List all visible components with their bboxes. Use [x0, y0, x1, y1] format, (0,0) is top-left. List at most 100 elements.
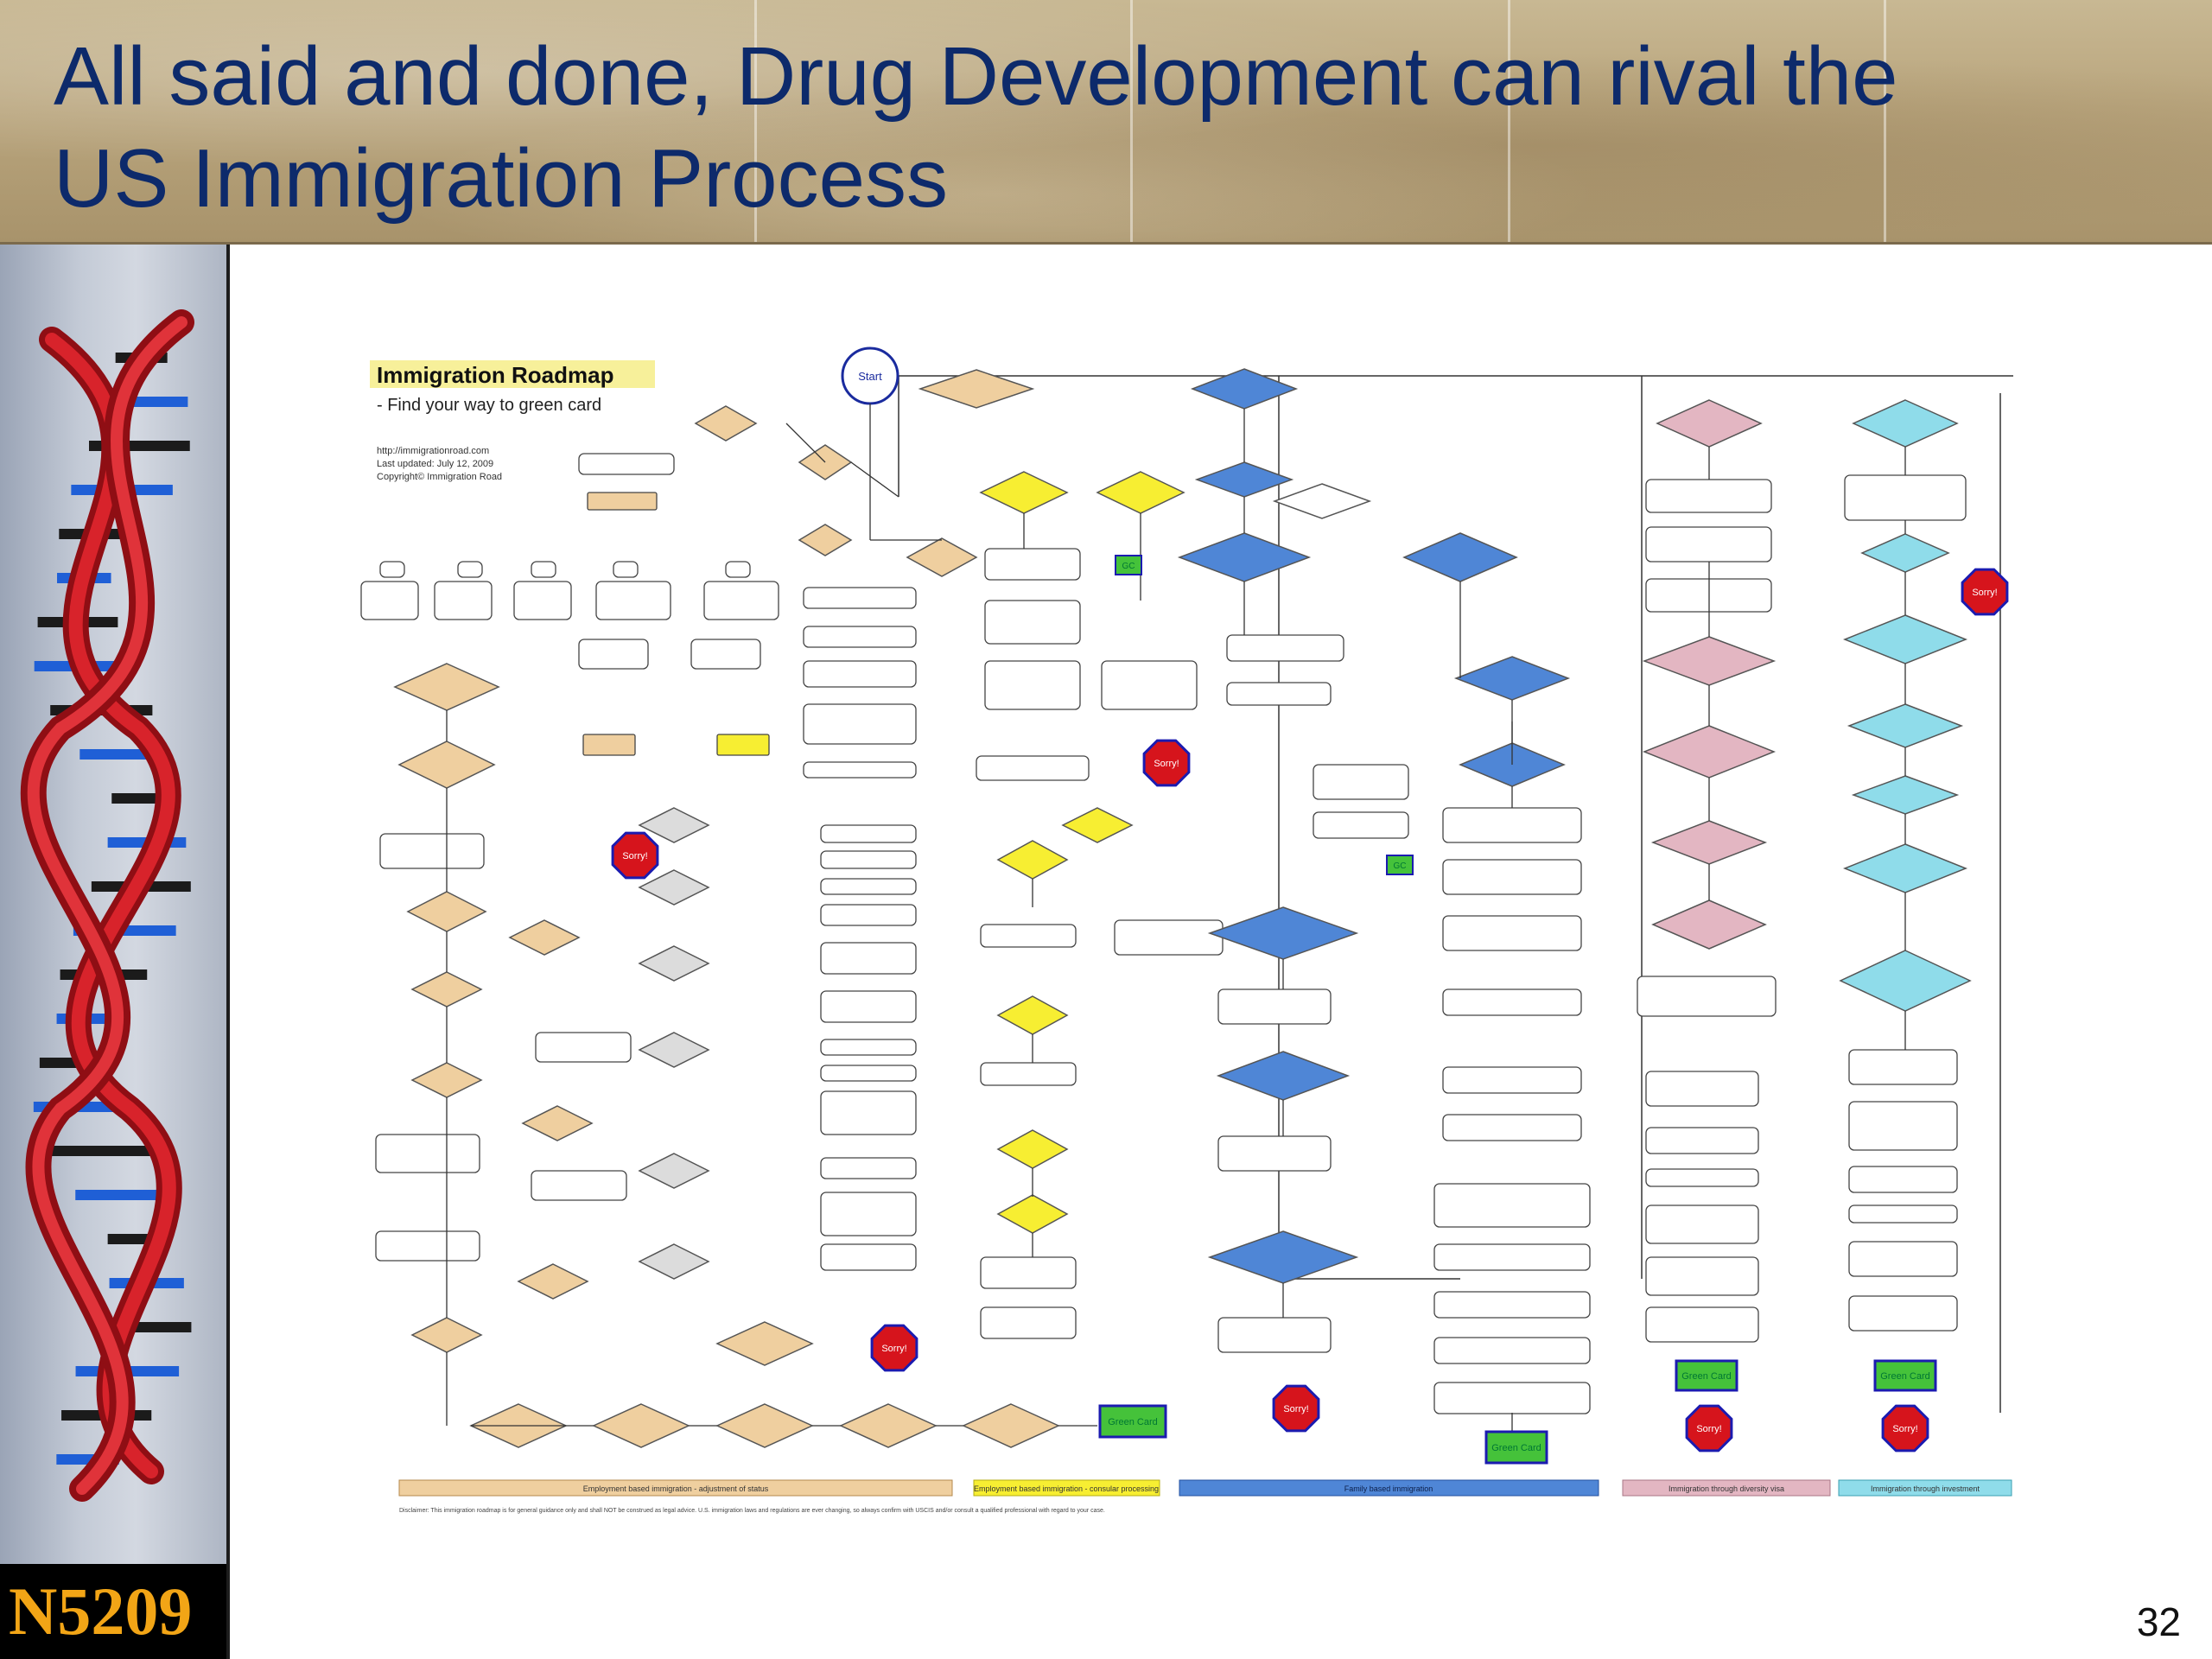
decision-node: [638, 945, 710, 982]
connector-line: [785, 423, 826, 463]
process-node: [1433, 1291, 1591, 1319]
decision-node: [406, 891, 487, 932]
decision-node: [1194, 461, 1294, 498]
process-node: [820, 904, 917, 926]
process-node: [1645, 479, 1772, 513]
dna-rung: [75, 1190, 164, 1200]
roadmap-meta-copyright: Copyright© Immigration Road: [377, 472, 502, 482]
decision-node: [996, 1194, 1069, 1234]
process-node: [820, 1065, 917, 1082]
decision-node: [1839, 950, 1972, 1012]
process-node: [1848, 1295, 1958, 1332]
roadmap-legend: Employment based immigration - adjustmen…: [398, 1479, 2012, 1497]
process-node: [531, 1170, 627, 1201]
panel-divider: [1508, 0, 1510, 242]
process-node: [984, 600, 1081, 645]
process-node: [1226, 682, 1332, 706]
gc-node: [1115, 555, 1142, 575]
decision-node: [839, 1403, 938, 1448]
process-node: [820, 824, 917, 843]
process-node: [1226, 634, 1344, 662]
decision-node: [715, 1403, 814, 1448]
decision-node: [1642, 725, 1777, 779]
process-node: [1645, 1127, 1759, 1154]
process-node: [379, 561, 405, 578]
decision-node: [996, 840, 1069, 880]
roadmap-subtitle: - Find your way to green card: [377, 396, 601, 415]
decision-node: [1851, 775, 1960, 815]
legend-investment-label: Immigration through investment: [1871, 1484, 1980, 1493]
process-node: [803, 587, 917, 609]
process-node: [980, 924, 1077, 948]
sorry-node: [1961, 568, 2009, 616]
process-node: [1217, 988, 1332, 1025]
process-node: [1848, 1166, 1958, 1193]
panel-divider: [1130, 0, 1133, 242]
process-node: [1313, 811, 1409, 839]
decision-node: [410, 1317, 483, 1353]
sorry-label: Sorry!: [881, 1344, 906, 1354]
process-node: [1442, 1066, 1582, 1094]
sorry-node: [1685, 1404, 1733, 1452]
process-node: [820, 990, 917, 1023]
process-node: [803, 660, 917, 688]
strip-divider: [226, 245, 230, 1659]
dna-rung: [47, 1146, 150, 1156]
panel-divider: [1884, 0, 1886, 242]
decision-node: [397, 741, 496, 789]
legend-family-label: Family based immigration: [1344, 1484, 1433, 1493]
process-node: [578, 639, 649, 670]
process-node: [582, 734, 636, 756]
process-node: [1848, 1049, 1958, 1085]
process-node: [595, 581, 671, 620]
decision-node: [1650, 820, 1768, 865]
process-node: [980, 1062, 1077, 1086]
process-node: [1217, 1135, 1332, 1172]
decision-node: [638, 869, 710, 906]
legend-employment-consular: [973, 1479, 1160, 1497]
green-card-node: [1873, 1359, 1937, 1392]
sorry-node: [1142, 739, 1191, 787]
process-node: [803, 761, 917, 779]
process-node: [820, 1157, 917, 1179]
process-node: [984, 660, 1081, 710]
process-node: [820, 1192, 917, 1236]
decision-node: [996, 1129, 1069, 1169]
legend-employment-adjustment: [398, 1479, 953, 1497]
process-node: [1114, 919, 1224, 956]
sorry-label: Sorry!: [1972, 588, 1997, 598]
process-node: [690, 639, 761, 670]
start-label: Start: [858, 370, 882, 383]
decision-node: [694, 405, 758, 442]
decision-node: [1453, 656, 1571, 701]
process-node: [1645, 1306, 1759, 1343]
process-node: [578, 453, 675, 475]
sorry-label: Sorry!: [1696, 1424, 1721, 1434]
brand-box: [0, 1564, 226, 1659]
dna-rung: [111, 793, 168, 804]
green-card-node: [1484, 1430, 1548, 1465]
slide-number: 32: [2136, 1599, 2181, 1644]
sorry-node: [611, 831, 659, 880]
roadmap-title-highlight: [370, 360, 655, 388]
process-node: [1645, 1205, 1759, 1244]
decision-node: [1852, 399, 1959, 448]
green-card-label: Green Card: [1108, 1417, 1157, 1427]
decision-node: [592, 1403, 690, 1448]
roadmap-meta-updated: Last updated: July 12, 2009: [377, 459, 493, 469]
decision-node: [638, 1243, 710, 1280]
process-node: [803, 703, 917, 745]
process-node: [1442, 807, 1582, 843]
decision-node: [1190, 368, 1299, 410]
process-node: [984, 548, 1081, 581]
process-node: [1637, 976, 1777, 1017]
sorry-label: Sorry!: [1283, 1404, 1308, 1414]
process-node: [1101, 660, 1198, 710]
process-node: [1433, 1382, 1591, 1414]
process-node: [820, 1039, 917, 1056]
gc-node: [1386, 855, 1414, 875]
decision-node: [393, 663, 500, 711]
gc-label: GC: [1122, 562, 1135, 571]
legend-family: [1179, 1479, 1599, 1497]
dna-helix-icon: [20, 309, 194, 1502]
